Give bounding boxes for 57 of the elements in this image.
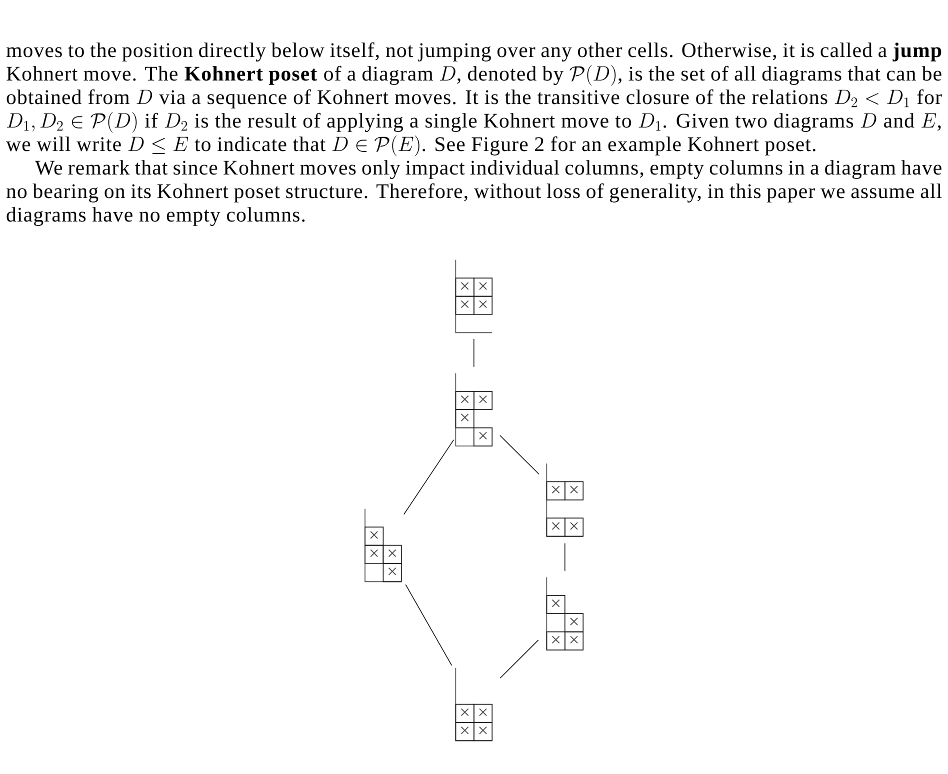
label: $D_1, D_2 \in \mathcal{P}(D)$ [6,112,137,133]
label: . Given two diagrams [664,113,854,132]
cell: × [364,544,384,564]
label: $D \in \mathcal{P}(E)$ [332,135,420,156]
label: obtained from [6,89,130,104]
label: is the result of applying a single Kohnert move to [194,112,632,132]
label: $E$ [922,113,936,128]
connector-line [500,640,539,678]
cell: × [455,409,474,428]
cell: × [564,481,584,500]
label: if [145,112,158,128]
connector-line [500,435,540,475]
cell: × [382,563,402,582]
label: $D$ [440,66,456,81]
label: moves to the position directly below itself, not jumping over any other cells. Otherwise, it is called a jump [6,42,942,62]
paragraph: moves to the position directly below itself, not jumping over any other cells. Otherwise, it is called a jump Kohnert move. The Kohnert poset of a diagram $D$, denoted by $\mathcal{P}(D)$, is the set of all diagrams that can be obtained from $D$ via a sequence of Kohnert moves. It is the transitive closure of the relations $D_2 < D_1$ for $D_1, D_2 \in \mathcal{P}(D)$ if $D_2$ is the result of applying a single Kohnert move to $D_1$. Given two diagrams $D$ and $E$, we will write $D \leq E$ to indicate that $D \in \mathcal{P}(E)$. See Figure 2 for an example Kohnert poset. [6,42,942,156]
cell: × [564,631,584,650]
cell: × [564,518,584,537]
cell: × [455,722,474,742]
label: , [938,125,941,131]
label: for [917,89,942,104]
label: Kohnert move. The Kohnert poset of a diagram [6,66,434,85]
cell: × [473,704,493,723]
paragraph: We remark that since Kohnert moves only impact individual columns, empty columns in a diagram have no bearing on its Kohnert poset structure. Therefore, without loss of generality, in this paper we assume all diagrams have no empty columns. [6,160,942,226]
label: we will write [6,136,121,152]
cell: × [455,704,474,723]
label: and [884,113,914,128]
label: , denoted by [457,66,564,85]
cell: × [546,518,566,537]
cell: × [473,296,493,315]
cell: × [473,390,493,410]
label: , is the set of all diagrams that can be [618,66,942,85]
label: $D_2 < D_1$ [834,90,909,108]
cell: × [564,613,584,632]
cell: × [455,278,474,297]
label: . See Figure 2 for an example Kohnert poset. [422,136,816,156]
label: $D$ [136,90,152,104]
cell: × [473,278,493,297]
label: $\mathcal{P}(D)$ [570,64,616,86]
cell: × [473,427,493,446]
label: $D_2$ [164,113,188,131]
cell: × [546,481,566,500]
cell: × [364,526,384,546]
cell: × [382,544,402,564]
cell: × [473,722,493,742]
cell: × [546,594,566,614]
label: $D_1$ [638,113,661,131]
label: $D$ [860,113,876,128]
cell: × [455,296,474,315]
connector-line [404,439,454,515]
connector-line [405,584,452,666]
label: via a sequence of Kohnert moves. It is the transitive closure of the relations [159,89,828,108]
connector-line [564,542,566,572]
label: $D \leq E$ [128,136,188,154]
cell: × [455,390,474,410]
cell: × [546,631,566,650]
label: to indicate that [194,136,326,152]
